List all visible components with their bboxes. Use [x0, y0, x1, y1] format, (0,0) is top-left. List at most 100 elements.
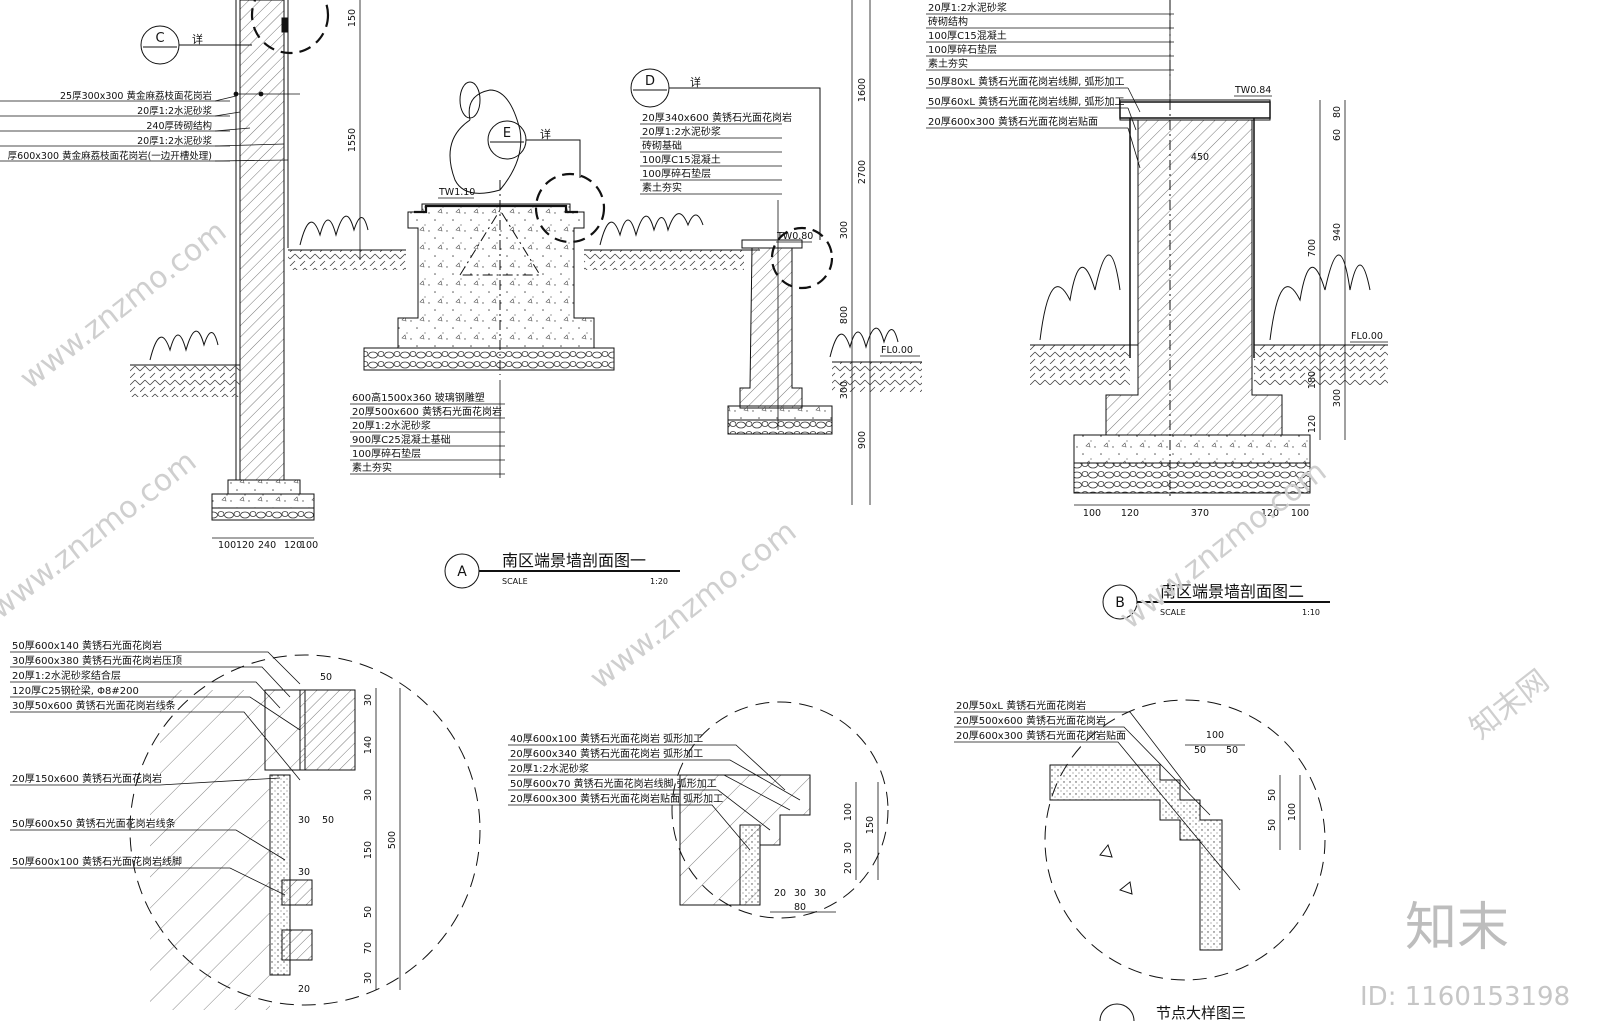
secA-hdim-3: 240 [258, 540, 276, 551]
secA-hdim-5: 100 [300, 540, 318, 551]
secA-hdim-4: 120 [284, 540, 302, 551]
secB-vdim-7: 120 [1307, 415, 1318, 433]
callout-c-label: 详 [192, 32, 203, 46]
callout-e-letter: E [503, 126, 511, 141]
callout-d: D 详 [630, 68, 821, 240]
detC-vdim-7: 30 [363, 972, 374, 984]
detail-d-boundary [671, 701, 889, 919]
detd-note-1: 40厚600x100 黄锈石光面花岗岩 弧形加工 [510, 732, 703, 745]
detc-note-3: 20厚1:2水泥砂浆结合层 [12, 669, 121, 682]
detd-note-4: 50厚600x70 黄锈石光面花岗岩线脚 弧形加工 [510, 777, 717, 790]
section-b-notes-list: 20厚1:2水泥砂浆 砖砌结构 100厚C15混凝土 100厚碎石垫层 素土夯实… [926, 1, 1174, 169]
secB-vdim-5: 180 [1307, 371, 1318, 389]
base-note-3: 20厚1:2水泥砂浆 [352, 419, 431, 432]
secA-vdim-5: 300 [839, 221, 850, 239]
detE-vdim-1: 50 [1267, 789, 1278, 801]
secA-vdim-8: 900 [857, 431, 868, 449]
section-a-scale: 1:20 [650, 577, 668, 586]
section-a-title-block: A 南区端景墙剖面图一 SCALE 1:20 [444, 551, 680, 589]
secB-hdim-1: 100 [1083, 508, 1101, 519]
dete-note-3: 20厚600x300 黄锈石光面花岗岩贴面 [956, 729, 1126, 742]
detC-vdim-2: 140 [363, 736, 374, 754]
pillar-note-3: 240厚砖砌结构 [146, 120, 212, 132]
section-b-title: 南区端景墙剖面图二 [1160, 582, 1304, 601]
section-b-title-block: B 南区端景墙剖面图二 SCALE 1:10 [1102, 582, 1330, 620]
secA-vdim-6: 800 [839, 306, 850, 324]
detE-vdim-2: 50 [1267, 819, 1278, 831]
detE-hdim-3: 50 [1226, 745, 1238, 756]
callout-d-label: 详 [690, 75, 701, 89]
detd-note-5: 20厚600x300 黄锈石光面花岗岩贴面 弧形加工 [510, 792, 723, 805]
secB-hdim-2: 120 [1121, 508, 1139, 519]
callout-c-letter: C [155, 31, 164, 46]
sculpture-base-section [363, 81, 760, 375]
section-a-drawing [130, 0, 406, 521]
detE-hdim-1: 100 [1206, 730, 1224, 741]
detC-vdim-3: 30 [363, 789, 374, 801]
detc-note-1: 50厚600x140 黄锈石光面花岗岩 [12, 639, 162, 652]
detail-c-boundary [129, 654, 481, 1006]
section-a-scale-word: SCALE [502, 577, 528, 586]
detail-e-title: 节点大样图三 [1156, 1004, 1246, 1021]
detail-d-marker-circle [770, 226, 834, 290]
base-note-2: 20厚500x600 黄锈石光面花岗岩 [352, 405, 502, 418]
dimensions: 150 1550 1600 2700 300 800 300 900 100 1… [212, 0, 1346, 995]
secb-note-4: 100厚碎石垫层 [928, 43, 997, 56]
watermark-site-4: www.znzmo.com [0, 444, 203, 626]
secB-vdim-4: 940 [1332, 223, 1343, 241]
secb-note-1: 20厚1:2水泥砂浆 [928, 1, 1007, 14]
watermark-brand: 知末 [1405, 898, 1509, 958]
secb-note-3: 100厚C15混凝土 [928, 29, 1007, 42]
callout-c: C 详 [140, 25, 252, 65]
watermark-id: ID: 1160153198 [1360, 982, 1570, 1012]
detail-e-marker-circle [534, 172, 606, 244]
detail-d-notes-list: 40厚600x100 黄锈石光面花岗岩 弧形加工 20厚600x340 黄锈石光… [508, 732, 801, 851]
detail-e-title-block: 节点大样图三 [1099, 1003, 1246, 1021]
detail-d-drawing [671, 701, 889, 919]
pillar-note-1: 25厚300x300 黄金麻荔枝面花岗岩 [60, 90, 212, 102]
secB-hdim-4: 120 [1261, 508, 1279, 519]
secb-note-6: 50厚80xL 黄锈石光面花岗岩线脚, 弧形加工 [928, 75, 1124, 88]
secA-vdim-3: 1600 [857, 78, 868, 102]
detail-e-notes-list: 20厚50xL 黄锈石光面花岗岩 20厚500x600 黄锈石光面花岗岩 20厚… [954, 699, 1241, 891]
secb-note-5: 素土夯实 [928, 57, 968, 70]
detD-hdim-1: 20 [774, 888, 786, 899]
secA-vdim-4: 2700 [857, 160, 868, 184]
wall-note-4: 100厚C15混凝土 [642, 153, 721, 166]
base-note-4: 900厚C25混凝土基础 [352, 433, 451, 446]
secA-vdim-7: 300 [839, 381, 850, 399]
pillar-brick-core [239, 0, 285, 481]
section-b-scale-word: SCALE [1160, 608, 1186, 617]
detail-c-notes-list: 50厚600x140 黄锈石光面花岗岩 30厚600x380 黄锈石光面花岗岩压… [10, 639, 301, 896]
detail-e-drawing [1044, 699, 1326, 981]
detc-note-4: 120厚C25钢砼梁, Φ8#200 [12, 684, 139, 697]
dete-note-1: 20厚50xL 黄锈石光面花岗岩 [956, 699, 1086, 712]
pillar-note-5: 厚600x300 黄金麻荔枝面花岗岩(一边开槽处理) [8, 150, 212, 162]
detD-hdim-4: 80 [794, 902, 806, 913]
secb-note-2: 砖砌结构 [928, 15, 968, 28]
base-notes-list: 600高1500x360 玻璃钢雕塑 20厚500x600 黄锈石光面花岗岩 2… [350, 391, 505, 475]
detC-total: 500 [387, 831, 398, 849]
secB-hdim-5: 100 [1291, 508, 1309, 519]
wall-note-3: 砖砌基础 [642, 139, 682, 152]
detd-note-3: 20厚1:2水泥砂浆 [510, 762, 589, 775]
section-a-circle-label: A [457, 564, 467, 580]
detC-vdim-5: 50 [363, 906, 374, 918]
detc-note-8: 50厚600x100 黄锈石光面花岗岩线脚 [12, 855, 182, 868]
wall-notes-list: 20厚340x600 黄锈石光面花岗岩 20厚1:2水泥砂浆 砖砌基础 100厚… [640, 111, 792, 195]
detD-vdim-2: 150 [865, 816, 876, 834]
section-b-scale: 1:10 [1302, 608, 1320, 617]
wall-note-5: 100厚碎石垫层 [642, 167, 711, 180]
detC-hdim-1: 50 [320, 672, 332, 683]
detc-note-7: 50厚600x50 黄锈石光面花岗岩线条 [12, 817, 176, 830]
secB-vdim-1: 80 [1332, 106, 1343, 118]
elev-tag-tw084: TW0.84 [1234, 85, 1271, 96]
dete-note-2: 20厚500x600 黄锈石光面花岗岩 [956, 714, 1106, 727]
detD-vdim-4: 20 [843, 862, 854, 874]
secA-vdim-2: 1550 [347, 128, 358, 152]
detail-c-drawing [129, 654, 481, 1010]
elev-tag-tw110: TW1.10 [438, 187, 475, 198]
base-note-1: 600高1500x360 玻璃钢雕塑 [352, 391, 485, 404]
detc-note-5: 30厚50x600 黄锈石光面花岗岩线条 [12, 699, 176, 712]
